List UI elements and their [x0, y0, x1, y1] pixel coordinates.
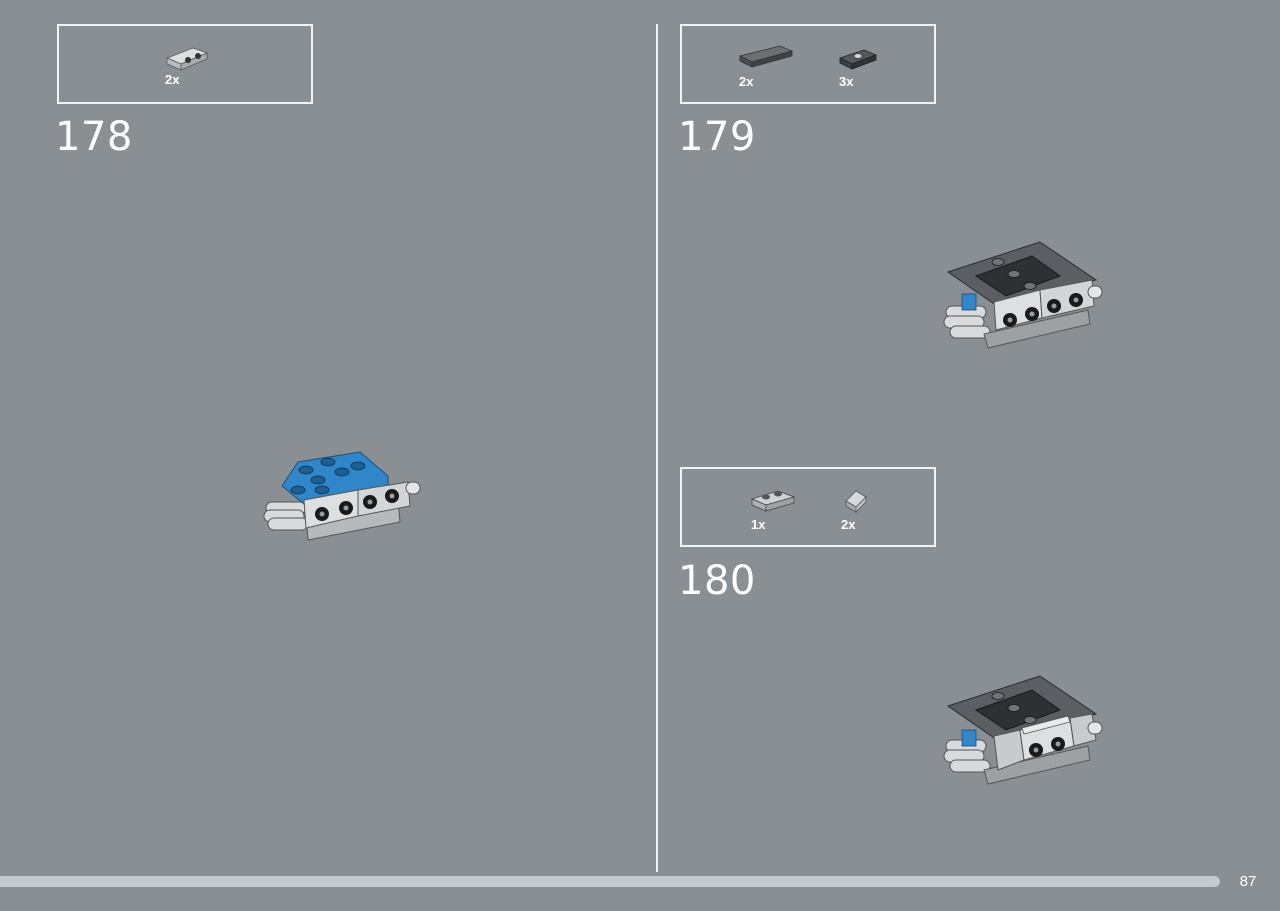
part-quantity: 3x: [839, 74, 854, 89]
progress-bar: [0, 876, 1220, 887]
assembly-model-step-180: [943, 675, 1103, 785]
parts-callout-step-179: 2x 3x: [680, 24, 936, 104]
part-quantity: 2x: [739, 74, 754, 89]
page-divider: [656, 24, 658, 872]
bracket-part-icon: [165, 47, 209, 71]
assembly-model-step-179: [943, 241, 1103, 349]
part-quantity: 2x: [841, 517, 856, 532]
page-number: 87: [1239, 873, 1257, 890]
plate-part-icon: [750, 490, 796, 512]
assembly-model-step-178: [263, 451, 421, 541]
step-number-179: 179: [678, 114, 756, 160]
step-number-178: 178: [55, 114, 133, 160]
slope-part-icon: [845, 490, 867, 513]
part-quantity: 2x: [165, 72, 180, 87]
parts-callout-step-178: 2x: [57, 24, 313, 104]
jumper-plate-part-icon: [838, 49, 878, 70]
part-quantity: 1x: [751, 517, 766, 532]
step-number-180: 180: [678, 558, 756, 604]
parts-callout-step-180: 1x 2x: [680, 467, 936, 547]
tile-part-icon: [738, 45, 794, 68]
